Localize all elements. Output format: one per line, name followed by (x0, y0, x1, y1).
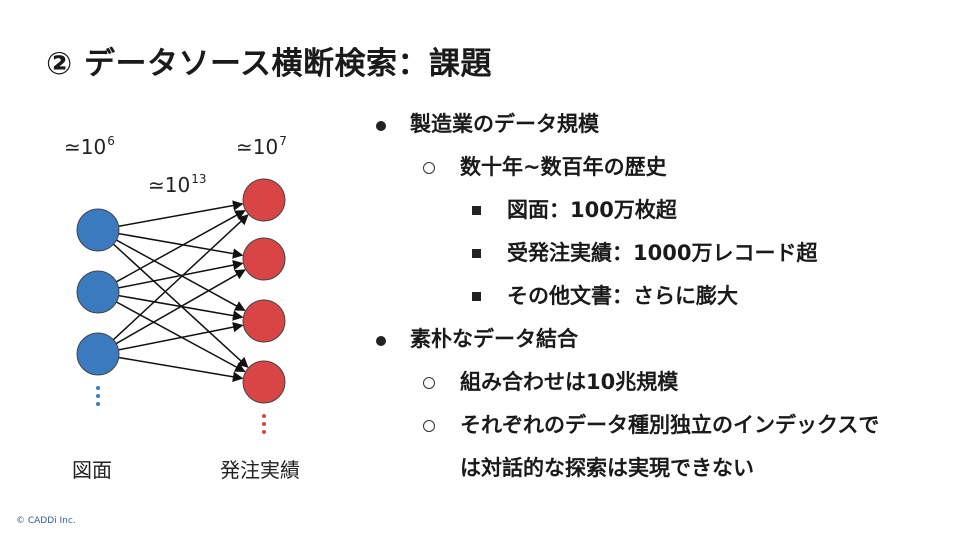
right-caption: 発注実績 (220, 458, 300, 482)
bullet-text: 受発注実績：1000万レコード超 (507, 241, 818, 265)
bullet-marker-icon (472, 292, 481, 301)
edge-arrow (116, 210, 246, 283)
edge-arrow (115, 269, 246, 345)
right-magnitude-label: ≃107 (236, 134, 287, 159)
order-record-node (242, 299, 286, 343)
bullet-text: は対話的な探索は実現できない (460, 456, 754, 480)
order-record-node (242, 360, 286, 404)
bullet-marker-icon (472, 249, 481, 258)
edge-arrow (118, 232, 244, 259)
ellipsis-dot-left (96, 394, 100, 398)
drawing-node (76, 208, 120, 252)
edge-magnitude-label: ≃1013 (148, 172, 207, 197)
left-magnitude-label: ≃106 (64, 134, 115, 159)
bullet-text: その他文書：さらに膨大 (507, 284, 738, 308)
bullet-marker-icon (472, 206, 481, 215)
edge-arrow (118, 321, 244, 351)
left-caption: 図面 (72, 458, 112, 482)
bullet-marker-icon (423, 420, 435, 432)
drawing-node (76, 332, 120, 376)
edge-arrow (112, 243, 249, 368)
bullet-marker-icon (423, 162, 435, 174)
ellipsis-dot-right (262, 430, 266, 434)
edge-arrow (116, 301, 246, 373)
ellipsis-dot-left (96, 402, 100, 406)
bullet-text: 数十年~数百年の歴史 (460, 155, 667, 179)
copyright-footer: © CADDi Inc. (16, 516, 76, 526)
ellipsis-dot-right (262, 422, 266, 426)
bullet-text: 図面：100万枚超 (507, 198, 677, 222)
order-record-node (242, 237, 286, 281)
bullet-text: 製造業のデータ規模 (410, 112, 599, 136)
ellipsis-dot-right (262, 414, 266, 418)
edge-arrow (118, 356, 244, 382)
edge-arrow (118, 259, 244, 289)
ellipsis-dot-left (96, 386, 100, 390)
network-graph (76, 178, 286, 434)
bullet-marker-icon (376, 121, 386, 131)
bipartite-diagram: ≃106 ≃107 ≃1013 図面 発注実績 (50, 120, 350, 500)
drawing-node (76, 270, 120, 314)
bullet-text: それぞれのデータ種別独立のインデックスで (460, 413, 880, 437)
edge-arrow (118, 200, 244, 228)
slide-title: ② データソース横断検索：課題 (46, 46, 492, 82)
bullet-text: 組み合わせは10兆規模 (460, 370, 679, 394)
edge-arrow (112, 214, 249, 341)
bullet-text: 素朴なデータ結合 (410, 327, 578, 351)
order-record-node (242, 178, 286, 222)
bullet-marker-icon (423, 377, 435, 389)
bullet-marker-icon (376, 336, 386, 346)
